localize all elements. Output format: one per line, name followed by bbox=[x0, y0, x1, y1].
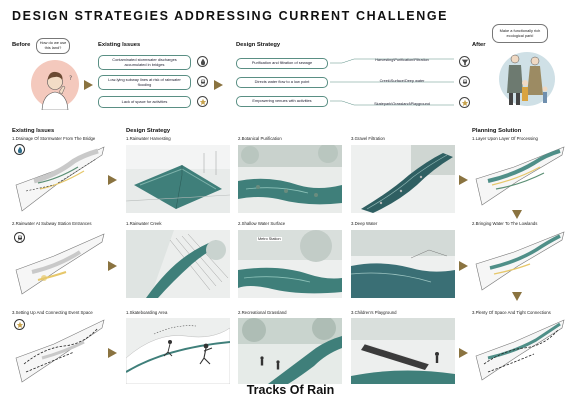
issue-box: Contaminated stormwater discharges accum… bbox=[98, 55, 191, 70]
star-activity-icon bbox=[14, 319, 25, 330]
subway-icon bbox=[14, 232, 25, 243]
strategy-image-botanical-purification bbox=[238, 145, 342, 213]
strategy-image-childrens-playground bbox=[351, 318, 455, 384]
subway-icon bbox=[459, 76, 470, 87]
flow-arrow bbox=[108, 261, 117, 271]
strategy-image-skateboarding-area bbox=[126, 318, 230, 384]
strategy-image-shallow-water-surface bbox=[238, 230, 342, 298]
after-people-illustration bbox=[497, 45, 557, 107]
flow-arrow-down bbox=[512, 292, 522, 301]
existing-issues-label-top: Existing Issues bbox=[98, 42, 141, 48]
strategy-label-3-3: 3.Children's Playground bbox=[351, 310, 397, 315]
flow-arrow bbox=[459, 348, 468, 358]
strategy-image-recreational-grassland bbox=[238, 318, 342, 384]
subway-icon bbox=[197, 76, 208, 87]
flow-arrow bbox=[84, 80, 93, 90]
metro-station-tag: Metro Station bbox=[257, 237, 282, 241]
strategy-label-2-1: 1.Rainwater Creek bbox=[126, 221, 162, 226]
flow-arrow bbox=[214, 80, 223, 90]
after-label: After bbox=[472, 42, 486, 48]
issue-diagram-3 bbox=[14, 318, 106, 384]
strategy-image-gravel-filtration bbox=[351, 145, 455, 213]
svg-text:?: ? bbox=[69, 75, 72, 82]
strategy-label-1-3: 3.Gravel Filtration bbox=[351, 136, 385, 141]
flow-arrow bbox=[459, 175, 468, 185]
strategy-label-1-2: 2.Botanical Purification bbox=[238, 136, 282, 141]
result-label: Creek\Surface\Deep water bbox=[379, 78, 425, 83]
issue-label-2: 2.Rainwater At Subway Station Entrances bbox=[12, 221, 92, 226]
issue-diagram-1 bbox=[14, 145, 106, 213]
solution-label-2: 2.Bringing Water To The Lowlands bbox=[472, 221, 538, 226]
before-speech-bubble: How do we use this land? bbox=[36, 38, 70, 54]
strategy-image-rainwater-creek bbox=[126, 230, 230, 298]
after-bubble-text: Make a functionally rich ecological park… bbox=[499, 27, 541, 38]
star-activity-icon bbox=[459, 97, 470, 108]
strategy-label-3-2: 2.Recreational Grassland bbox=[238, 310, 287, 315]
flow-arrow bbox=[459, 261, 468, 271]
solution-diagram-2 bbox=[474, 230, 566, 292]
design-strategy-label-top: Design Strategy bbox=[236, 42, 281, 48]
issue-diagram-2 bbox=[14, 232, 106, 296]
issue-box: Low-lying subway lines at risk of rainwa… bbox=[98, 75, 191, 90]
rain-drop-icon bbox=[197, 56, 208, 67]
issue-label-1: 1.Drainage Of Stormwater From The Bridge bbox=[12, 136, 96, 141]
flow-arrow bbox=[108, 175, 117, 185]
planning-solution-label: Planning Solution bbox=[472, 128, 522, 134]
existing-issues-label: Existing Issues bbox=[12, 128, 55, 134]
before-person-illustration: ? bbox=[29, 56, 81, 111]
result-label: Skatepark\Grassland\Playground bbox=[374, 101, 430, 106]
strategy-box: Empowering venues with activities bbox=[236, 96, 328, 107]
issue-label-3: 3.Setting Up And Connecting Event Space bbox=[12, 310, 93, 315]
star-activity-icon bbox=[197, 96, 208, 107]
solution-label-3: 3.Plenty Of Space And Tight Connections bbox=[472, 310, 551, 315]
strategy-label-2-3: 3.Deep Water bbox=[351, 221, 378, 226]
footer-title: Tracks Of Rain bbox=[246, 383, 335, 397]
solution-label-1: 1.Layer Upon Layer Of Processing bbox=[472, 136, 538, 141]
solution-diagram-3 bbox=[474, 318, 566, 382]
before-label: Before bbox=[12, 42, 31, 48]
filtration-icon bbox=[459, 56, 470, 67]
rain-drop-icon bbox=[14, 144, 25, 155]
after-speech-bubble: Make a functionally rich ecological park… bbox=[492, 24, 548, 43]
issue-box: Lack of space for activities bbox=[98, 96, 191, 108]
strategy-label-3-1: 1.Skateboarding Area bbox=[126, 310, 168, 315]
before-bubble-text: How do we use this land? bbox=[39, 40, 67, 50]
design-strategy-label: Design Strategy bbox=[126, 128, 171, 134]
solution-diagram-1 bbox=[474, 145, 566, 207]
flow-arrow bbox=[108, 348, 117, 358]
strategy-box: Purification and filtration of sewage bbox=[236, 58, 328, 69]
strategy-box: Directs water flow to a low point bbox=[236, 77, 328, 88]
result-label: Harvesting\Purification\Filtration bbox=[375, 57, 429, 62]
strategy-label-2-2: 2.Shallow Water Surface bbox=[238, 221, 286, 226]
flow-arrow-down bbox=[512, 210, 522, 219]
strategy-image-rainwater-harvesting bbox=[126, 145, 230, 213]
strategy-image-deep-water bbox=[351, 230, 455, 298]
page-title: DESIGN STRATEGIES ADDRESSING CURRENT CHA… bbox=[12, 9, 449, 23]
strategy-label-1-1: 1.Rainwater Harvesting bbox=[126, 136, 171, 141]
strategy-connector-lines bbox=[330, 58, 454, 106]
